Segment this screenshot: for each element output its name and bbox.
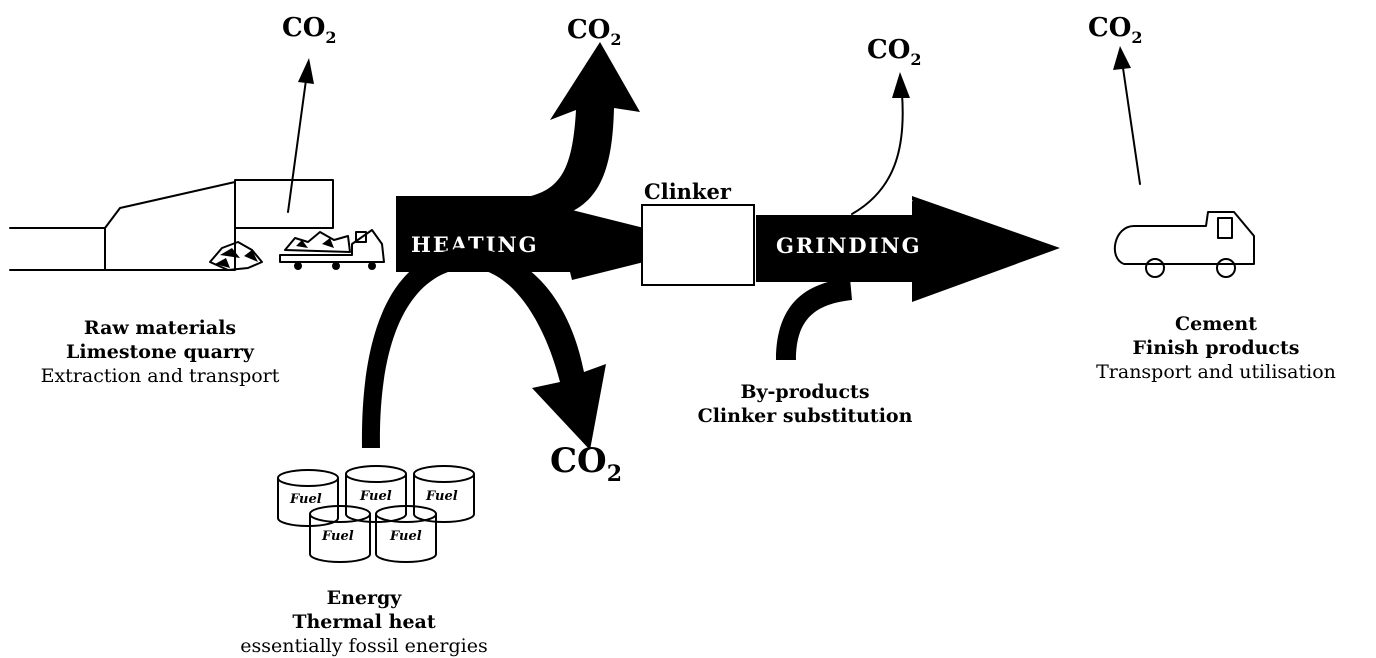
svg-text:Limestone quarry: Limestone quarry bbox=[66, 341, 255, 363]
cement-caption: Cement Finish products Transport and uti… bbox=[1096, 313, 1336, 383]
fuel-barrel: Fuel bbox=[309, 505, 371, 563]
grinding-co2-arrow bbox=[851, 72, 910, 215]
grinding-label: GRINDING bbox=[776, 233, 922, 258]
fuel-barrel: Fuel bbox=[413, 465, 475, 523]
cement-truck-icon bbox=[1114, 211, 1255, 278]
svg-text:Fuel: Fuel bbox=[321, 529, 354, 544]
co2-label-cement: CO2 bbox=[1088, 13, 1142, 47]
svg-text:Transport and utilisation: Transport and utilisation bbox=[1096, 361, 1336, 383]
cement-co2-arrow bbox=[1113, 46, 1141, 185]
svg-text:Finish products: Finish products bbox=[1133, 337, 1300, 359]
svg-text:Fuel: Fuel bbox=[425, 489, 458, 504]
svg-text:Raw materials: Raw materials bbox=[84, 317, 236, 339]
co2-label-quarry: CO2 bbox=[282, 13, 336, 47]
svg-text:Extraction and transport: Extraction and transport bbox=[41, 365, 280, 387]
clinker-label: Clinker bbox=[644, 179, 732, 204]
byproducts-caption: By-products Clinker substitution bbox=[698, 381, 913, 427]
svg-text:Fuel: Fuel bbox=[289, 492, 322, 507]
svg-text:Thermal heat: Thermal heat bbox=[292, 611, 436, 633]
dump-truck-icon bbox=[279, 229, 385, 270]
svg-text:Clinker substitution: Clinker substitution bbox=[698, 405, 913, 427]
heating-co2-up-arrow bbox=[505, 42, 640, 222]
energy-to-co2-arrow bbox=[361, 248, 606, 450]
svg-text:Fuel: Fuel bbox=[359, 489, 392, 504]
grinding-arrow bbox=[756, 196, 1060, 302]
byproducts-arrow bbox=[776, 278, 852, 360]
svg-text:By-products: By-products bbox=[740, 381, 869, 403]
co2-label-grinding: CO2 bbox=[867, 35, 921, 69]
raw-materials-caption: Raw materials Limestone quarry Extractio… bbox=[41, 317, 280, 387]
svg-text:essentially fossil energies: essentially fossil energies bbox=[240, 635, 487, 657]
fuel-barrel: Fuel bbox=[375, 505, 437, 563]
svg-text:Cement: Cement bbox=[1175, 313, 1257, 335]
energy-caption: Energy Thermal heat essentially fossil e… bbox=[240, 587, 487, 657]
svg-text:Fuel: Fuel bbox=[389, 529, 422, 544]
co2-label-combustion: CO2 bbox=[550, 441, 622, 487]
svg-text:Energy: Energy bbox=[327, 587, 403, 609]
co2-label-heating: CO2 bbox=[567, 15, 621, 49]
clinker-box bbox=[641, 204, 755, 286]
quarry-illustration bbox=[9, 179, 334, 271]
fuel-barrels: Fuel Fuel Fuel Fuel Fuel bbox=[277, 465, 475, 563]
quarry-co2-arrow bbox=[287, 58, 314, 213]
fuel-barrel: Fuel bbox=[277, 469, 339, 527]
